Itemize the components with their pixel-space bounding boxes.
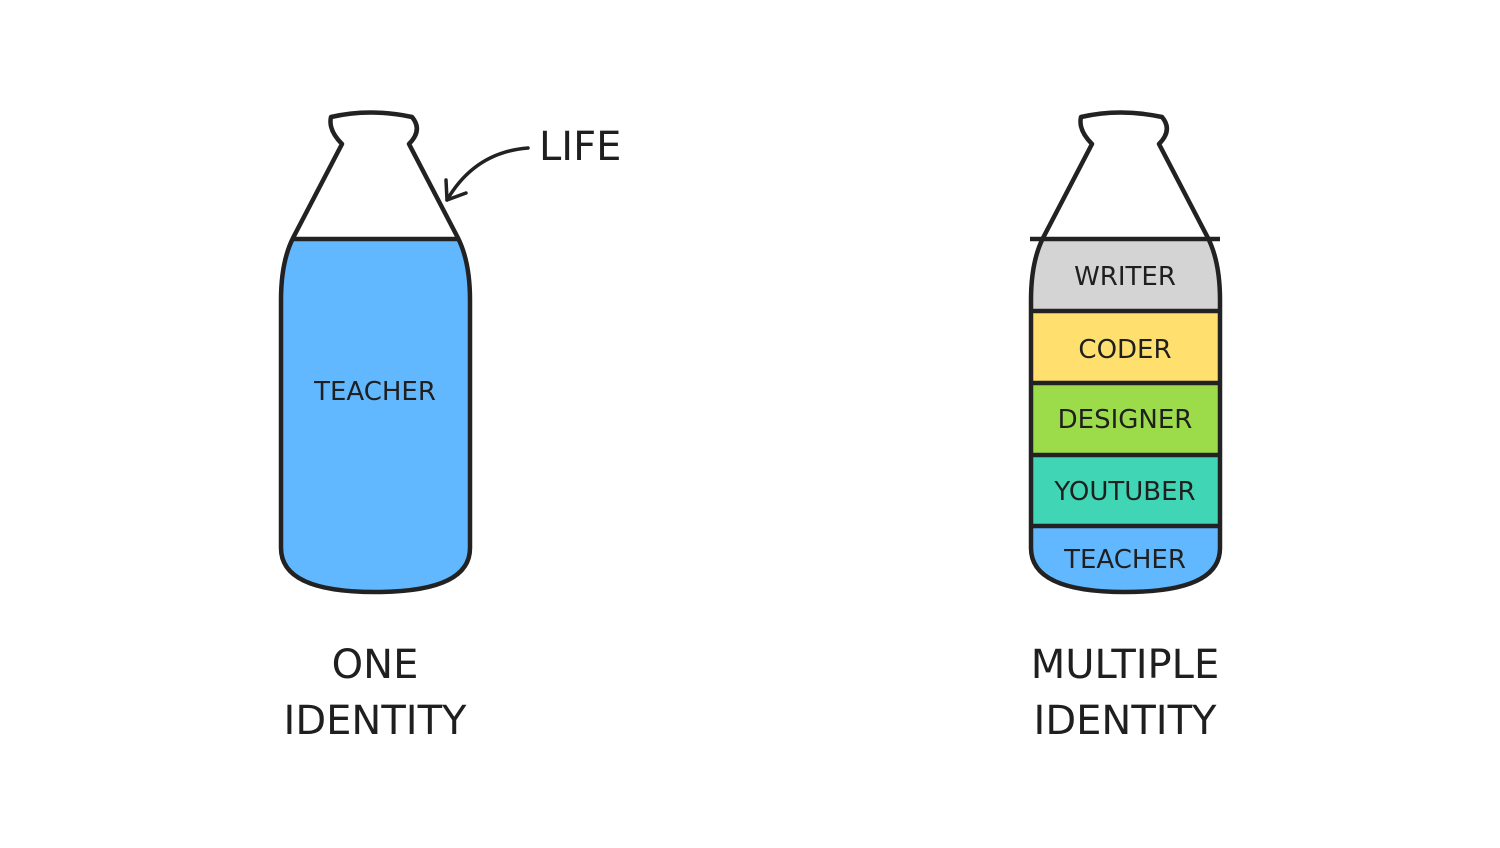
left-bottle-fill-teacher: [281, 239, 470, 592]
right-caption-line2: IDENTITY: [1034, 698, 1217, 744]
left-caption-line2: IDENTITY: [284, 698, 467, 744]
right-layer-designer: [1031, 383, 1220, 455]
right-layer-label-designer: DESIGNER: [1058, 405, 1193, 435]
life-arrow: [445, 146, 530, 202]
right-layer-label-teacher: TEACHER: [1063, 545, 1186, 575]
right-bottle-outline: [1028, 110, 1223, 595]
left-bottle-outline: [278, 110, 473, 595]
right-layer-label-writer: WRITER: [1074, 262, 1176, 292]
left-bottle: TEACHER: [278, 110, 473, 595]
right-layer-label-coder: CODER: [1078, 335, 1171, 365]
right-layer-teacher: [1031, 526, 1220, 592]
left-caption-line1: ONE: [332, 642, 419, 688]
right-bottle-layers: [1031, 239, 1220, 592]
right-layer-coder: [1031, 311, 1220, 383]
right-layer-label-youtuber: YOUTUBER: [1053, 477, 1195, 507]
right-bottle-dividers: [1030, 236, 1220, 529]
right-bottle: WRITER CODER DESIGNER YOUTUBER TEACHER: [1028, 110, 1223, 595]
life-annotation: LIFE: [444, 124, 621, 202]
left-caption: ONE IDENTITY: [284, 642, 467, 744]
life-label: LIFE: [539, 124, 621, 170]
life-arrow-head: [444, 178, 468, 202]
right-layer-youtuber: [1031, 455, 1220, 526]
right-bottle-labels: WRITER CODER DESIGNER YOUTUBER TEACHER: [1053, 262, 1195, 575]
right-caption-line1: MULTIPLE: [1031, 642, 1219, 688]
right-caption: MULTIPLE IDENTITY: [1031, 642, 1219, 744]
right-layer-writer: [1031, 239, 1220, 311]
left-layer-label: TEACHER: [313, 377, 436, 407]
